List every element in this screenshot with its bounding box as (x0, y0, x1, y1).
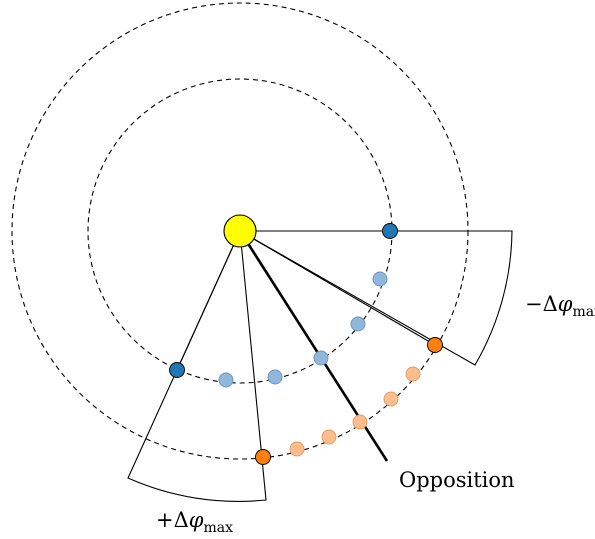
outer-planet-track-point (405, 366, 421, 382)
opposition-label: Opposition (399, 468, 515, 492)
negative-sector (237, 230, 513, 366)
outer-planet-start (427, 337, 443, 353)
sun-icon (223, 214, 257, 248)
inner-planet-track-point (350, 316, 366, 332)
outer-planet-track-point (352, 414, 368, 430)
positive-sector (127, 228, 267, 502)
inner-planet-track-point (372, 271, 388, 287)
negative-delta-phi-max-label: −Δφmax (525, 292, 595, 321)
inner-planet-track-point (313, 350, 329, 366)
inner-planet-track-point (267, 369, 283, 385)
line-to-inner-planet (176, 230, 241, 371)
outer-planet-track-point (383, 391, 399, 407)
outer-planet-end (255, 449, 271, 465)
inner-planet-end (169, 362, 185, 378)
outer-planet-track-point (289, 441, 305, 457)
line-to-outer-planet (239, 230, 436, 346)
inner-planet-start (382, 223, 398, 239)
positive-delta-phi-max-label: +Δφmax (156, 508, 234, 537)
inner-planet-track-point (218, 372, 234, 388)
outer-planet-track-point (321, 429, 337, 445)
